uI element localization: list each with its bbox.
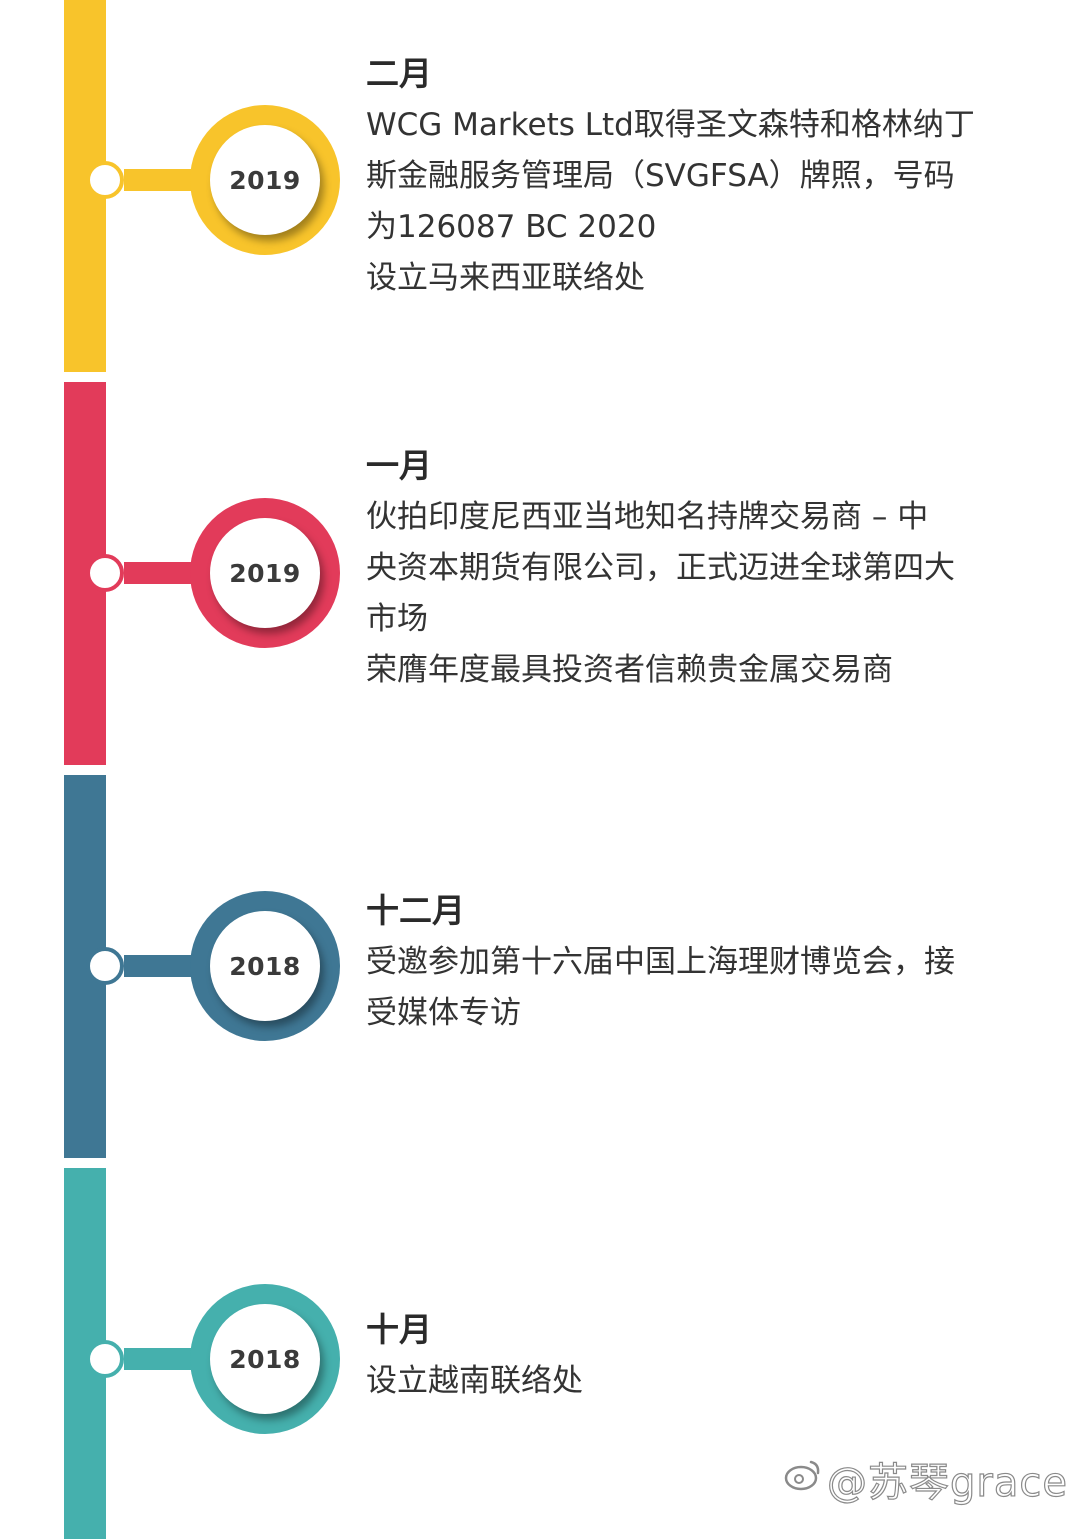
year-badge: 2018	[210, 911, 320, 1021]
event-line: 设立马来西亚联络处	[366, 260, 645, 296]
timeline-dot	[86, 161, 124, 199]
weibo-icon	[783, 1456, 823, 1502]
year-label: 2018	[229, 1344, 301, 1374]
event-line: 设立越南联络处	[366, 1363, 583, 1399]
timeline-segment-1: 2019 二月 WCG Markets Ltd取得圣文森特和格林纳丁 斯金融服务…	[0, 0, 1080, 372]
year-badge: 2019	[210, 125, 320, 235]
timeline-dot	[86, 947, 124, 985]
year-badge: 2019	[210, 518, 320, 628]
event-month: 十月	[366, 1310, 432, 1349]
event-line: WCG Markets Ltd取得圣文森特和格林纳丁	[366, 107, 975, 143]
timeline-dot	[86, 1340, 124, 1378]
event-line: 央资本期货有限公司，正式迈进全球第四大	[366, 550, 955, 586]
year-ring: 2018	[190, 1284, 340, 1434]
event-line: 为126087 BC 2020	[366, 209, 657, 245]
timeline-segment-4: 2018 十月 设立越南联络处	[0, 1168, 1080, 1539]
event-content: 十二月 受邀参加第十六届中国上海理财博览会，接 受媒体专访	[366, 885, 1026, 1039]
event-month: 二月	[366, 54, 432, 93]
event-line: 受邀参加第十六届中国上海理财博览会，接	[366, 944, 955, 980]
year-badge: 2018	[210, 1304, 320, 1414]
year-ring: 2018	[190, 891, 340, 1041]
timeline-segment-2: 2019 一月 伙拍印度尼西亚当地知名持牌交易商 – 中 央资本期货有限公司，正…	[0, 382, 1080, 765]
year-ring: 2019	[190, 498, 340, 648]
year-ring: 2019	[190, 105, 340, 255]
watermark-text: @苏琴grace	[826, 1459, 1068, 1506]
event-month: 十二月	[366, 891, 465, 930]
event-line: 受媒体专访	[366, 995, 521, 1031]
timeline-segment-3: 2018 十二月 受邀参加第十六届中国上海理财博览会，接 受媒体专访	[0, 775, 1080, 1158]
event-line: 市场	[366, 601, 428, 637]
event-line: 荣膺年度最具投资者信赖贵金属交易商	[366, 652, 893, 688]
year-label: 2018	[229, 951, 301, 981]
event-content: 一月 伙拍印度尼西亚当地知名持牌交易商 – 中 央资本期货有限公司，正式迈进全球…	[366, 440, 1026, 696]
watermark: @苏琴grace	[783, 1450, 1068, 1508]
year-label: 2019	[229, 558, 301, 588]
event-line: 伙拍印度尼西亚当地知名持牌交易商 – 中	[366, 499, 929, 535]
event-content: 十月 设立越南联络处	[366, 1304, 1026, 1407]
year-label: 2019	[229, 165, 301, 195]
event-line: 斯金融服务管理局（SVGFSA）牌照，号码	[366, 158, 955, 194]
timeline-dot	[86, 554, 124, 592]
event-content: 二月 WCG Markets Ltd取得圣文森特和格林纳丁 斯金融服务管理局（S…	[366, 48, 1026, 304]
event-month: 一月	[366, 446, 432, 485]
